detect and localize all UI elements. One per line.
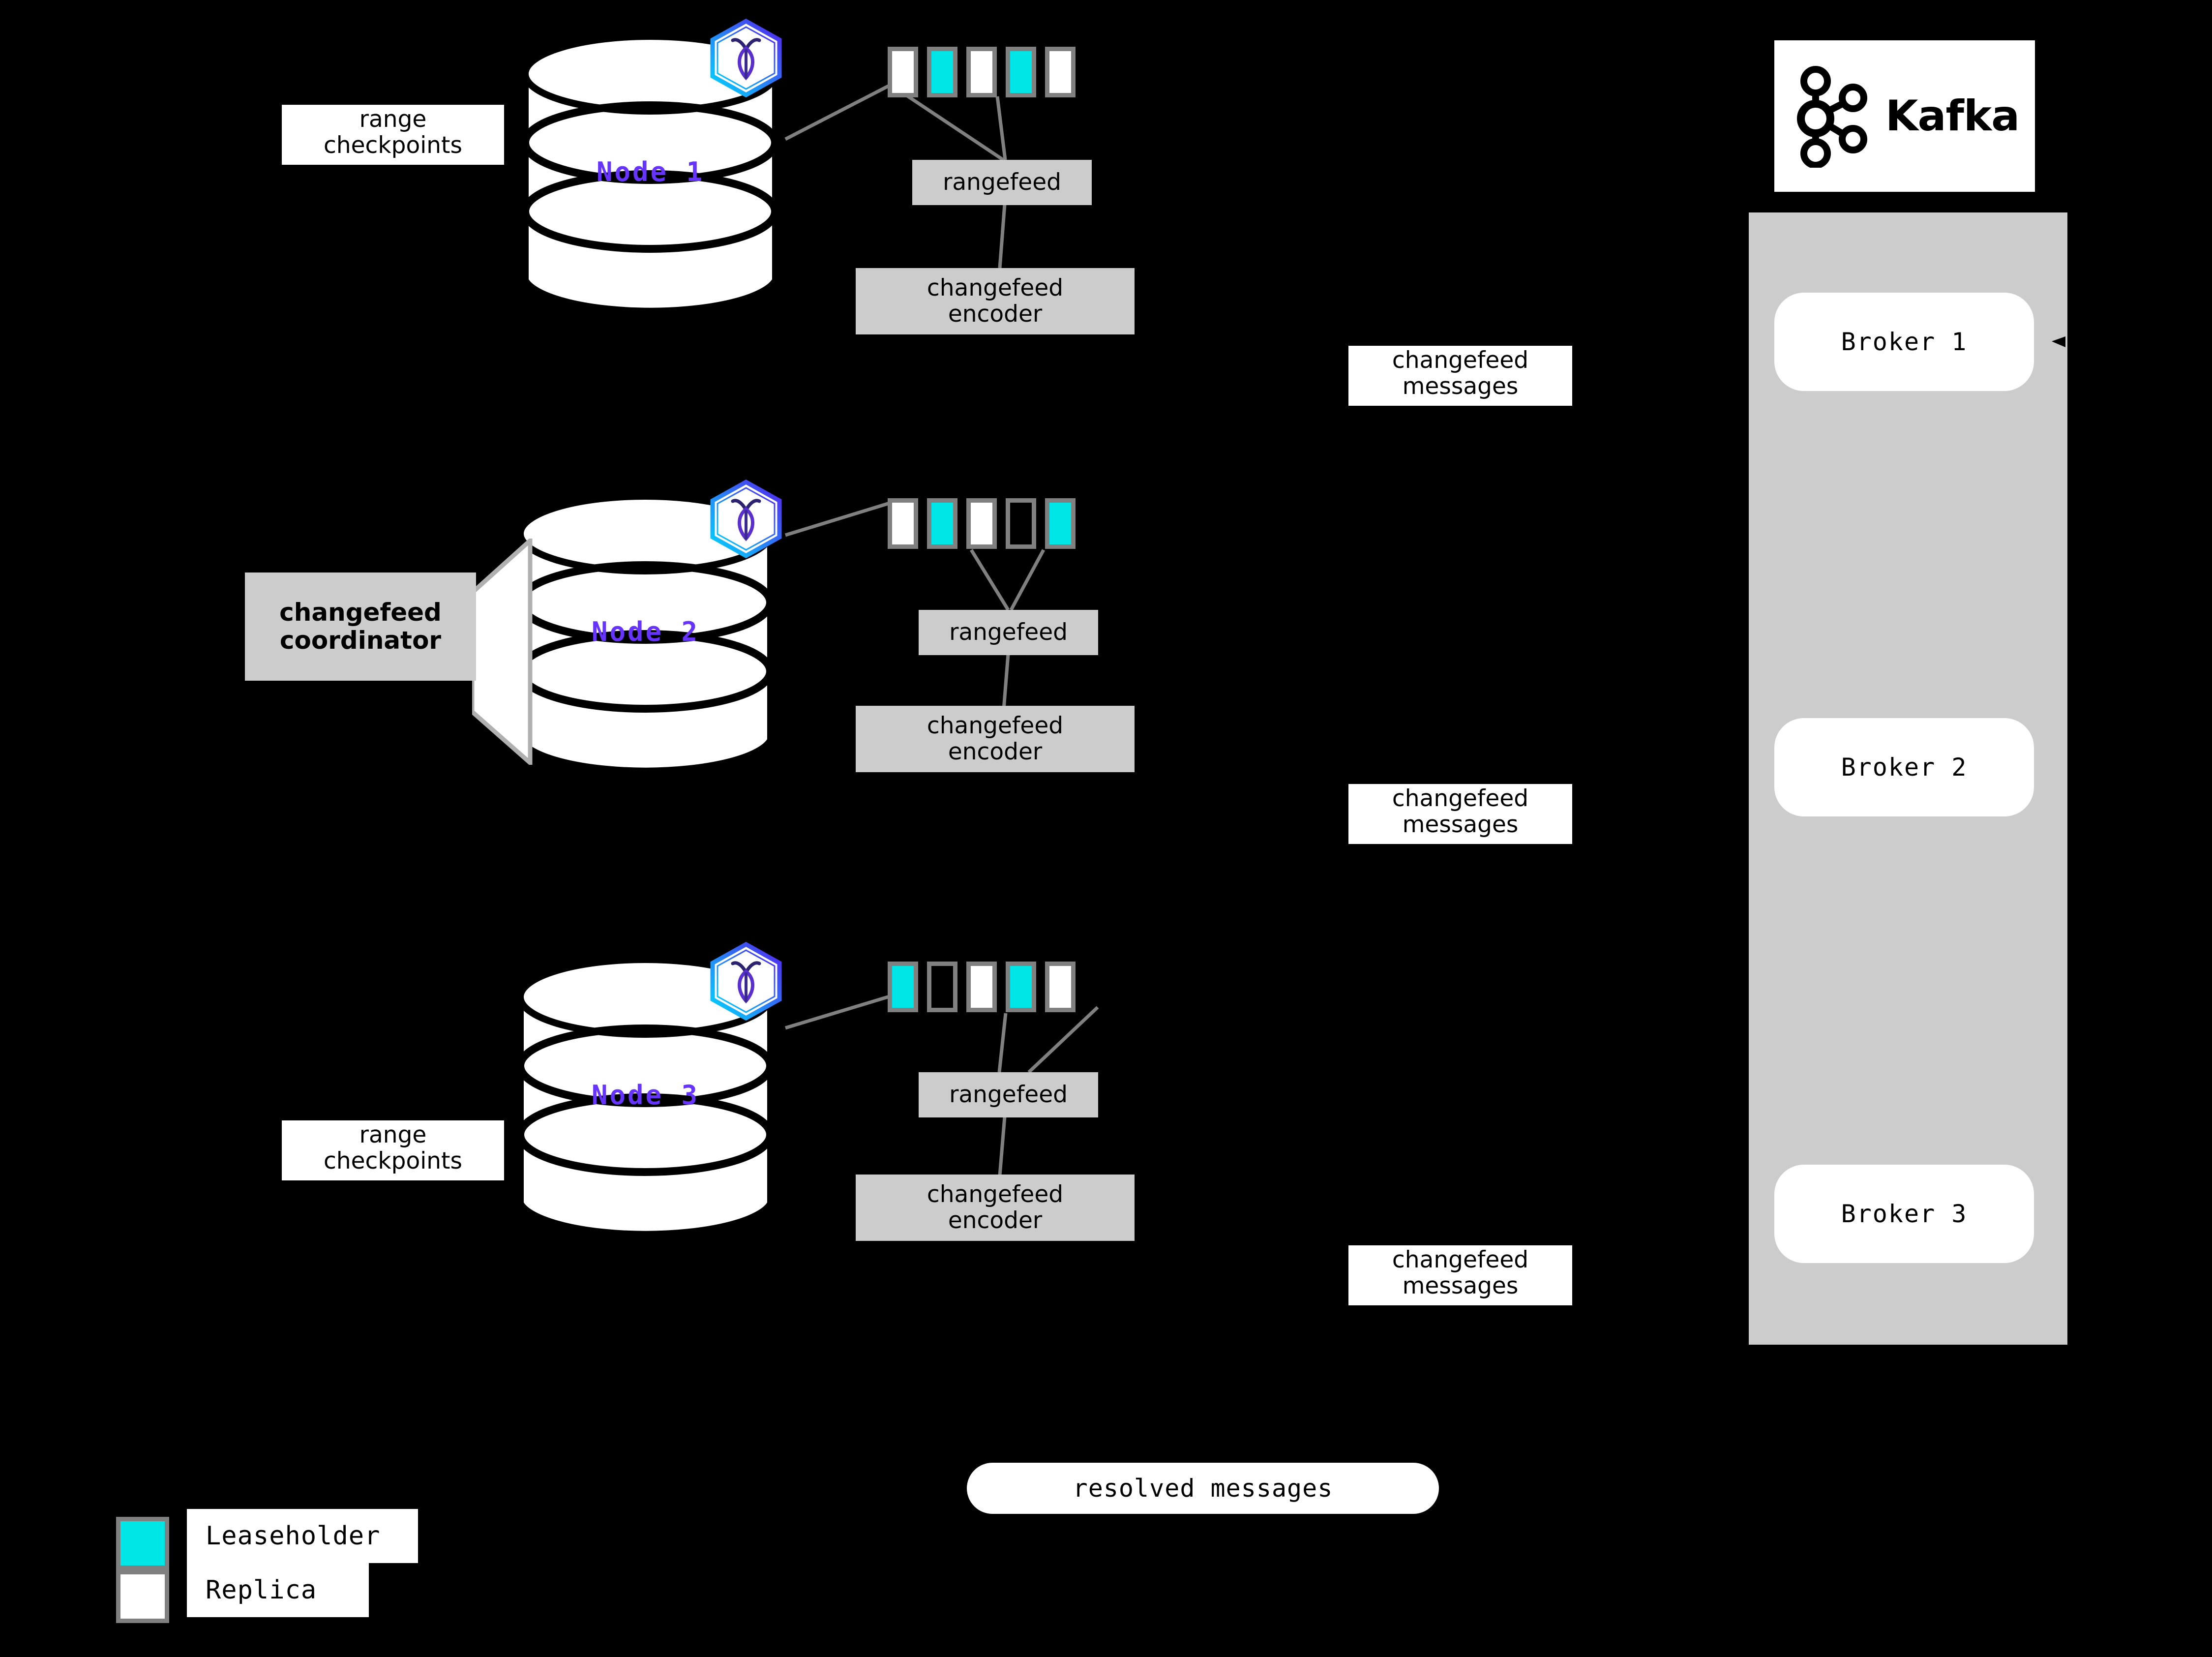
kafka-nodes-icon — [1796, 66, 1867, 168]
node-1-cylinder-shape — [521, 33, 779, 315]
node-2-rangefeed-label: rangefeed — [949, 618, 1068, 646]
node-2-replica-row — [888, 498, 1076, 549]
range-checkpoints-bottom-line1: range — [359, 1121, 427, 1148]
node-2-label: Node 2 — [591, 616, 700, 647]
node-2-replica-2[interactable] — [927, 498, 957, 549]
broker-2-box[interactable]: Broker 2 — [1774, 718, 2034, 816]
node-1-replica-3[interactable] — [966, 47, 997, 97]
changefeed-messages-1-line1: changefeed — [1392, 347, 1529, 374]
broker-2-label: Broker 2 — [1841, 753, 1968, 782]
node-3-replica-1[interactable] — [888, 962, 918, 1012]
changefeed-coordinator-box[interactable]: changefeed coordinator — [245, 572, 476, 681]
node-1-label: Node 1 — [596, 156, 705, 187]
node-2-changefeed-encoder-box[interactable]: changefeed encoder — [856, 706, 1135, 772]
kafka-wordmark: Kafka — [1885, 91, 2020, 141]
node-2-replica-5[interactable] — [1045, 498, 1076, 549]
node-1-replica-row — [888, 47, 1076, 97]
node-1-replica-1[interactable] — [888, 47, 918, 97]
legend-label-leaseholder: Leaseholder — [206, 1521, 381, 1551]
node-3-cylinder: Node 3 — [516, 953, 775, 1248]
changefeed-messages-2-line2: messages — [1402, 811, 1519, 838]
range-checkpoints-label-top: range checkpoints — [282, 105, 504, 165]
range-checkpoints-bottom-line2: checkpoints — [324, 1147, 462, 1175]
changefeed-messages-label-3: changefeed messages — [1348, 1245, 1572, 1305]
node-3-replica-row — [888, 962, 1076, 1012]
changefeed-messages-label-1: changefeed messages — [1348, 346, 1572, 406]
node-1-rangefeed-box[interactable]: rangefeed — [912, 160, 1092, 205]
node-3-cockroachdb-logo-icon — [710, 942, 782, 1021]
node-1-cockroachdb-logo-icon — [710, 19, 782, 97]
node-2-encoder-label-line2: encoder — [948, 738, 1043, 765]
node-2-replica-3[interactable] — [966, 498, 997, 549]
coordinator-label-line1: changefeed — [279, 598, 442, 627]
node-3-replica-4[interactable] — [1006, 962, 1036, 1012]
node-1-changefeed-encoder-box[interactable]: changefeed encoder — [856, 268, 1135, 334]
node-1-encoder-label-line1: changefeed — [927, 274, 1064, 301]
changefeed-messages-label-2: changefeed messages — [1348, 784, 1572, 844]
resolved-messages-pill[interactable]: resolved messages — [967, 1463, 1439, 1514]
incoming-arrow-head-icon — [2052, 336, 2065, 347]
node-2-replica-1[interactable] — [888, 498, 918, 549]
range-checkpoints-label-bottom: range checkpoints — [282, 1120, 504, 1180]
node-1-rangefeed-label: rangefeed — [943, 168, 1061, 196]
node-1-replica-2[interactable] — [927, 47, 957, 97]
node-3-label: Node 3 — [591, 1080, 700, 1111]
node-3-replica-5[interactable] — [1045, 962, 1076, 1012]
range-checkpoints-top-line2: checkpoints — [324, 131, 462, 159]
node-2-cockroachdb-logo-icon — [710, 480, 782, 558]
node-2-replica-4[interactable] — [1006, 498, 1036, 549]
legend-swatch-leaseholder — [116, 1517, 169, 1570]
legend-label-replica-box: Replica — [187, 1563, 369, 1617]
node-1-replica-5[interactable] — [1045, 47, 1076, 97]
legend-label-leaseholder-box: Leaseholder — [187, 1509, 418, 1563]
node-3-encoder-label-line1: changefeed — [927, 1180, 1064, 1208]
broker-1-label: Broker 1 — [1841, 328, 1968, 356]
changefeed-messages-2-line1: changefeed — [1392, 785, 1529, 812]
node-3-changefeed-encoder-box[interactable]: changefeed encoder — [856, 1175, 1135, 1241]
node-1-encoder-label-line2: encoder — [948, 300, 1043, 328]
node-1-cylinder: Node 1 — [521, 30, 779, 325]
node-3-encoder-label-line2: encoder — [948, 1206, 1043, 1234]
legend-swatch-replica — [116, 1570, 169, 1623]
changefeed-messages-3-line2: messages — [1402, 1272, 1519, 1299]
node-3-rangefeed-label: rangefeed — [949, 1081, 1068, 1108]
node-3-cylinder-shape — [516, 956, 774, 1238]
coordinator-label-line2: coordinator — [279, 626, 442, 655]
legend-label-replica: Replica — [206, 1575, 317, 1605]
changefeed-messages-1-line2: messages — [1402, 372, 1519, 400]
node-2-rangefeed-box[interactable]: rangefeed — [919, 610, 1098, 655]
node-3-replica-2[interactable] — [927, 962, 957, 1012]
broker-3-box[interactable]: Broker 3 — [1774, 1165, 2034, 1263]
broker-3-label: Broker 3 — [1841, 1200, 1968, 1228]
node-2-encoder-label-line1: changefeed — [927, 712, 1064, 739]
resolved-messages-label: resolved messages — [1073, 1474, 1333, 1503]
kafka-logo-box: Kafka — [1774, 40, 2035, 192]
node-3-replica-3[interactable] — [966, 962, 997, 1012]
range-checkpoints-top-line1: range — [359, 106, 427, 133]
changefeed-messages-3-line1: changefeed — [1392, 1246, 1529, 1273]
node-1-replica-4[interactable] — [1006, 47, 1036, 97]
node-3-rangefeed-box[interactable]: rangefeed — [919, 1072, 1098, 1117]
coordinator-wedge-connector — [472, 539, 533, 765]
broker-1-box[interactable]: Broker 1 — [1774, 293, 2034, 391]
